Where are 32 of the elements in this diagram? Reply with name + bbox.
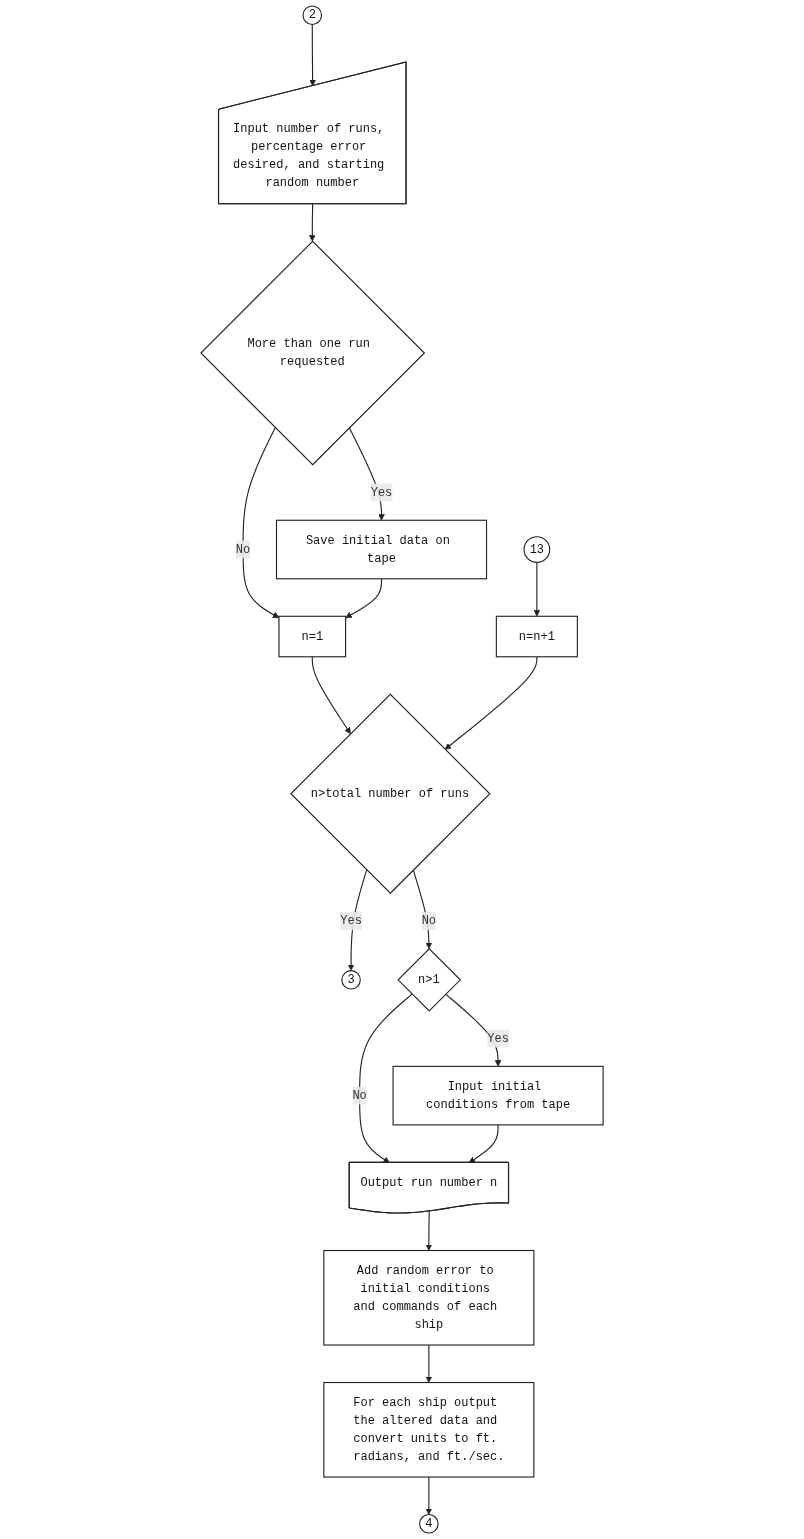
node-circle: 2 bbox=[302, 5, 323, 26]
arrow bbox=[425, 1210, 433, 1251]
node-box: Input initial conditions from tape bbox=[392, 1065, 604, 1126]
edge-label: Yes bbox=[487, 1031, 509, 1046]
node-box: Save initial data on tape bbox=[275, 519, 488, 580]
arrow bbox=[348, 427, 385, 521]
edge-label: No bbox=[235, 542, 251, 557]
edge-label: No bbox=[352, 1088, 367, 1103]
edge-label: No bbox=[421, 914, 437, 928]
node-diamond: n>total number of runs bbox=[290, 693, 491, 895]
node-circle: 3 bbox=[341, 970, 361, 990]
arrow bbox=[533, 561, 541, 617]
arrow bbox=[242, 427, 280, 619]
arrow bbox=[309, 203, 316, 242]
edge-label: Yes bbox=[370, 485, 393, 500]
arrow bbox=[311, 656, 351, 735]
arrow bbox=[347, 869, 368, 971]
arrow bbox=[345, 578, 383, 619]
node-circle: 4 bbox=[419, 1513, 439, 1534]
node-diamond: More than one run requested bbox=[200, 240, 426, 466]
arrow bbox=[309, 23, 316, 87]
arrow bbox=[445, 993, 502, 1067]
node-box: For each ship output the altered data and convert units to ft. radians, and ft./sec. bbox=[323, 1381, 535, 1478]
node-diamond: n>1 bbox=[397, 947, 462, 1012]
node-box: Add random error to initial conditions and commands of each ship bbox=[323, 1249, 535, 1346]
node-box: n=n+1 bbox=[495, 615, 578, 658]
node-circle: 13 bbox=[523, 536, 551, 563]
edge-label: Yes bbox=[340, 914, 362, 928]
arrow bbox=[444, 656, 538, 750]
arrow bbox=[425, 1344, 433, 1383]
node-box: n=1 bbox=[278, 615, 347, 658]
arrow bbox=[425, 1476, 433, 1515]
